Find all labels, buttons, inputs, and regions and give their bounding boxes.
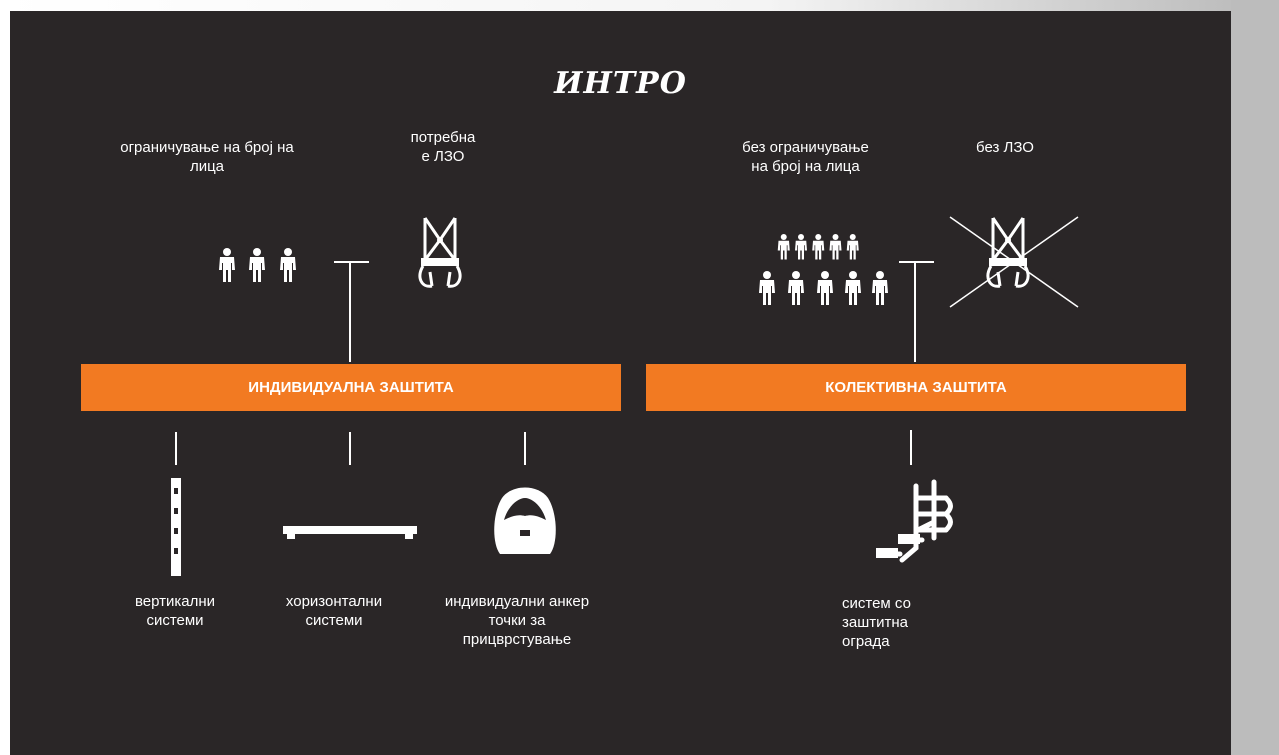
people-group-icon xyxy=(219,248,296,282)
vertical-system-icon xyxy=(171,478,181,576)
label-anchor-points: индивидуални анкер точки за прицврстувањ… xyxy=(444,593,590,648)
individual-protection-bar: ИНДИВИДУАЛНА ЗАШТИТА xyxy=(81,364,621,411)
connector-horizontal-left xyxy=(334,261,369,263)
horizontal-system-icon xyxy=(283,526,417,539)
label-ppe-required: потребна е ЛЗО xyxy=(410,129,476,165)
label-guardrail-system: систем со заштитна ограда xyxy=(842,595,911,650)
harness-icon xyxy=(418,216,462,288)
label-unlimited-people: без ограничување на број на лица xyxy=(742,139,869,175)
no-harness-icon xyxy=(949,216,1079,308)
guardrail-system-icon xyxy=(876,479,953,563)
label-limited-people: ограничување на број на лица xyxy=(120,139,294,175)
collective-protection-bar: КОЛЕКТИВНА ЗАШТИТА xyxy=(646,364,1186,411)
label-vertical-systems: вертикални системи xyxy=(134,593,216,629)
connector-horizontal-right xyxy=(899,261,934,263)
connector-vertical-system xyxy=(175,432,177,465)
label-no-ppe: без ЛЗО xyxy=(976,139,1034,156)
label-horizontal-systems: хоризонтални системи xyxy=(285,593,383,629)
connector-vertical-right xyxy=(914,262,916,362)
right-sidebar xyxy=(1231,0,1279,755)
page-title: ИНТРО xyxy=(554,66,687,101)
anchor-point-icon xyxy=(494,487,556,554)
connector-horizontal-system xyxy=(349,432,351,465)
connector-vertical-left xyxy=(349,262,351,362)
connector-guardrail xyxy=(910,430,912,465)
connector-anchor-point xyxy=(524,432,526,465)
crowd-icon xyxy=(759,234,888,305)
